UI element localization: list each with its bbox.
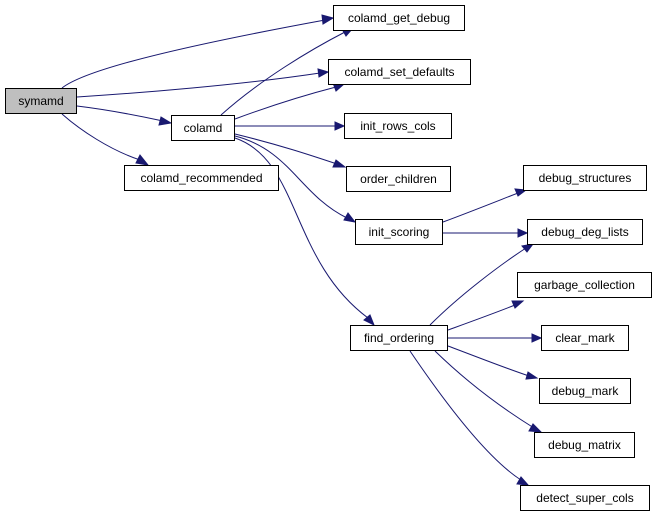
edge-symamd-to-colamd_set_defaults bbox=[76, 68, 330, 98]
edge-find_ordering-to-debug_matrix bbox=[434, 350, 543, 433]
arrowhead bbox=[531, 333, 543, 343]
node-debug-structures[interactable]: debug_structures bbox=[523, 165, 647, 191]
node-debug-mark[interactable]: debug_mark bbox=[539, 378, 631, 404]
edge-line bbox=[234, 86, 337, 120]
node-order-children[interactable]: order_children bbox=[346, 166, 451, 192]
edge-symamd-to-colamd_get_debug bbox=[61, 14, 335, 89]
edge-line bbox=[61, 113, 141, 161]
edge-line bbox=[76, 72, 321, 98]
node-init-rows-cols[interactable]: init_rows_cols bbox=[344, 113, 452, 139]
arrowhead bbox=[525, 371, 539, 380]
edge-line bbox=[442, 192, 519, 223]
edge-line bbox=[76, 105, 164, 122]
node-colamd-recommended[interactable]: colamd_recommended bbox=[124, 165, 279, 191]
node-find-ordering[interactable]: find_ordering bbox=[350, 325, 448, 351]
edge-colamd-to-init_scoring bbox=[234, 135, 357, 223]
arrowhead bbox=[135, 154, 150, 166]
node-debug-matrix[interactable]: debug_matrix bbox=[534, 432, 635, 458]
node-colamd-get-debug[interactable]: colamd_get_debug bbox=[333, 5, 465, 31]
arrowhead bbox=[517, 228, 529, 238]
edge-symamd-to-colamd_recommended bbox=[61, 113, 150, 166]
edge-colamd-to-find_ordering bbox=[234, 137, 375, 327]
edge-colamd-to-init_rows_cols bbox=[235, 121, 346, 131]
node-colamd-set-defaults[interactable]: colamd_set_defaults bbox=[328, 59, 471, 85]
edge-line bbox=[61, 19, 326, 89]
arrowhead bbox=[158, 116, 173, 126]
node-init-scoring[interactable]: init_scoring bbox=[355, 219, 443, 245]
node-clear-mark[interactable]: clear_mark bbox=[541, 325, 629, 351]
edge-colamd-to-colamd_set_defaults bbox=[234, 82, 346, 120]
edge-find_ordering-to-clear_mark bbox=[448, 333, 543, 343]
edge-find_ordering-to-garbage_collection bbox=[447, 300, 525, 331]
arrowhead bbox=[317, 68, 330, 78]
edge-find_ordering-to-detect_super_cols bbox=[409, 350, 530, 486]
arrowhead bbox=[343, 212, 357, 223]
edge-init_scoring-to-debug_structures bbox=[442, 188, 528, 223]
arrowhead bbox=[332, 159, 347, 168]
node-garbage-collection[interactable]: garbage_collection bbox=[517, 272, 652, 298]
edge-line bbox=[220, 31, 346, 116]
edge-symamd-to-colamd bbox=[76, 105, 173, 126]
edge-init_scoring-to-debug_deg_lists bbox=[443, 228, 529, 238]
arrowhead bbox=[511, 300, 525, 309]
edge-find_ordering-to-debug_deg_lists bbox=[429, 243, 535, 326]
arrowhead bbox=[321, 14, 335, 25]
edge-line bbox=[234, 137, 369, 319]
node-detect-super-cols[interactable]: detect_super_cols bbox=[520, 485, 650, 511]
arrowhead bbox=[334, 121, 346, 131]
arrowhead bbox=[528, 423, 543, 433]
edge-line bbox=[234, 133, 338, 165]
node-colamd[interactable]: colamd bbox=[171, 115, 235, 141]
edge-find_ordering-to-debug_mark bbox=[447, 345, 539, 380]
edge-colamd-to-order_children bbox=[234, 133, 347, 168]
node-symamd[interactable]: symamd bbox=[5, 88, 77, 114]
edge-line bbox=[429, 247, 527, 326]
edge-line bbox=[447, 345, 530, 377]
arrowhead bbox=[363, 314, 375, 327]
arrowhead bbox=[521, 243, 535, 253]
edge-line bbox=[434, 350, 535, 429]
edge-line bbox=[234, 135, 348, 219]
edge-line bbox=[409, 350, 522, 481]
edge-line bbox=[447, 304, 516, 331]
node-debug-deg-lists[interactable]: debug_deg_lists bbox=[527, 219, 643, 245]
arrowhead bbox=[516, 476, 530, 486]
